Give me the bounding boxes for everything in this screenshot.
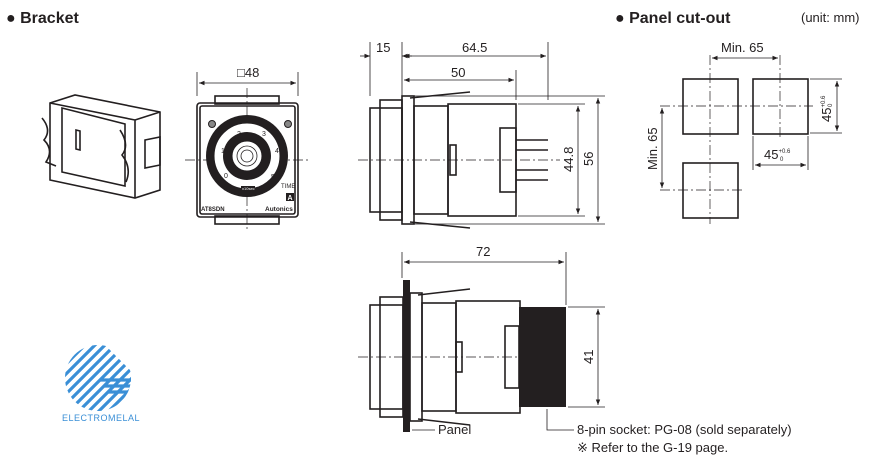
panel-cutout-heading: ● Panel cut-out <box>615 10 731 27</box>
tolerance-lower-horizontal: 0 <box>780 157 784 163</box>
front-view: □48 x10sec 0 1 2 3 4 5 TIME AT8SDN Auton… <box>185 65 310 232</box>
mode-badge: A <box>288 195 293 202</box>
logo-text: ELECTROMELAL <box>62 413 140 423</box>
min-spacing-vertical: Min. 65 <box>645 127 660 170</box>
reference-note: ※ Refer to the G-19 page. <box>577 440 728 455</box>
range-label: x10sec <box>242 186 255 191</box>
electromelal-logo: ELECTROMELAL <box>62 345 140 423</box>
bracket-heading: ● Bracket <box>6 10 79 27</box>
dim-mounted-depth: 72 <box>476 244 490 259</box>
dial-number: 4 <box>275 148 279 155</box>
dim-height: 56 <box>581 152 596 166</box>
dial-number: 1 <box>221 148 225 155</box>
dial-number: 3 <box>262 131 266 138</box>
tolerance-upper: +0.6 <box>778 149 791 155</box>
mounted-view: 72 41 Panel 8-pin socket: PG-08 (sold se… <box>358 244 792 455</box>
bracket-illustration <box>41 94 161 199</box>
socket-note: 8-pin socket: PG-08 (sold separately) <box>577 422 792 437</box>
dial-number: 2 <box>237 131 241 138</box>
dial-number: 5 <box>271 174 275 181</box>
time-label: TIME <box>281 184 295 190</box>
dim-inner-height: 44.8 <box>561 147 576 172</box>
panel-cutout-drawing: Min. 65 Min. 65 45+0.6 0 45+0.6 0 <box>645 40 842 224</box>
dim-body-depth: 50 <box>451 65 465 80</box>
cutout-width-value: 45 <box>764 147 778 162</box>
panel-label: Panel <box>438 422 471 437</box>
dim-total-depth: 64.5 <box>462 40 487 55</box>
min-spacing-horizontal: Min. 65 <box>721 40 764 55</box>
tolerance-upper: +0.6 <box>821 95 827 108</box>
cutout-height-value: 45 <box>819 108 834 122</box>
unit-note: (unit: mm) <box>801 10 860 25</box>
dim-front-depth: 15 <box>376 40 390 55</box>
tolerance-lower-vertical: 0 <box>828 103 834 107</box>
brand-label: Autonics <box>265 206 293 213</box>
cutout-height-dim: 45+0.6 <box>819 95 834 122</box>
cutout-width-dim: 45+0.6 <box>764 147 791 162</box>
dial-number: 0 <box>224 173 228 180</box>
dim-socket-height: 41 <box>581 350 596 364</box>
front-width-dim: □48 <box>237 65 259 80</box>
model-label: AT8SDN <box>201 207 225 213</box>
side-view: 15 64.5 50 44.8 56 <box>358 40 605 229</box>
